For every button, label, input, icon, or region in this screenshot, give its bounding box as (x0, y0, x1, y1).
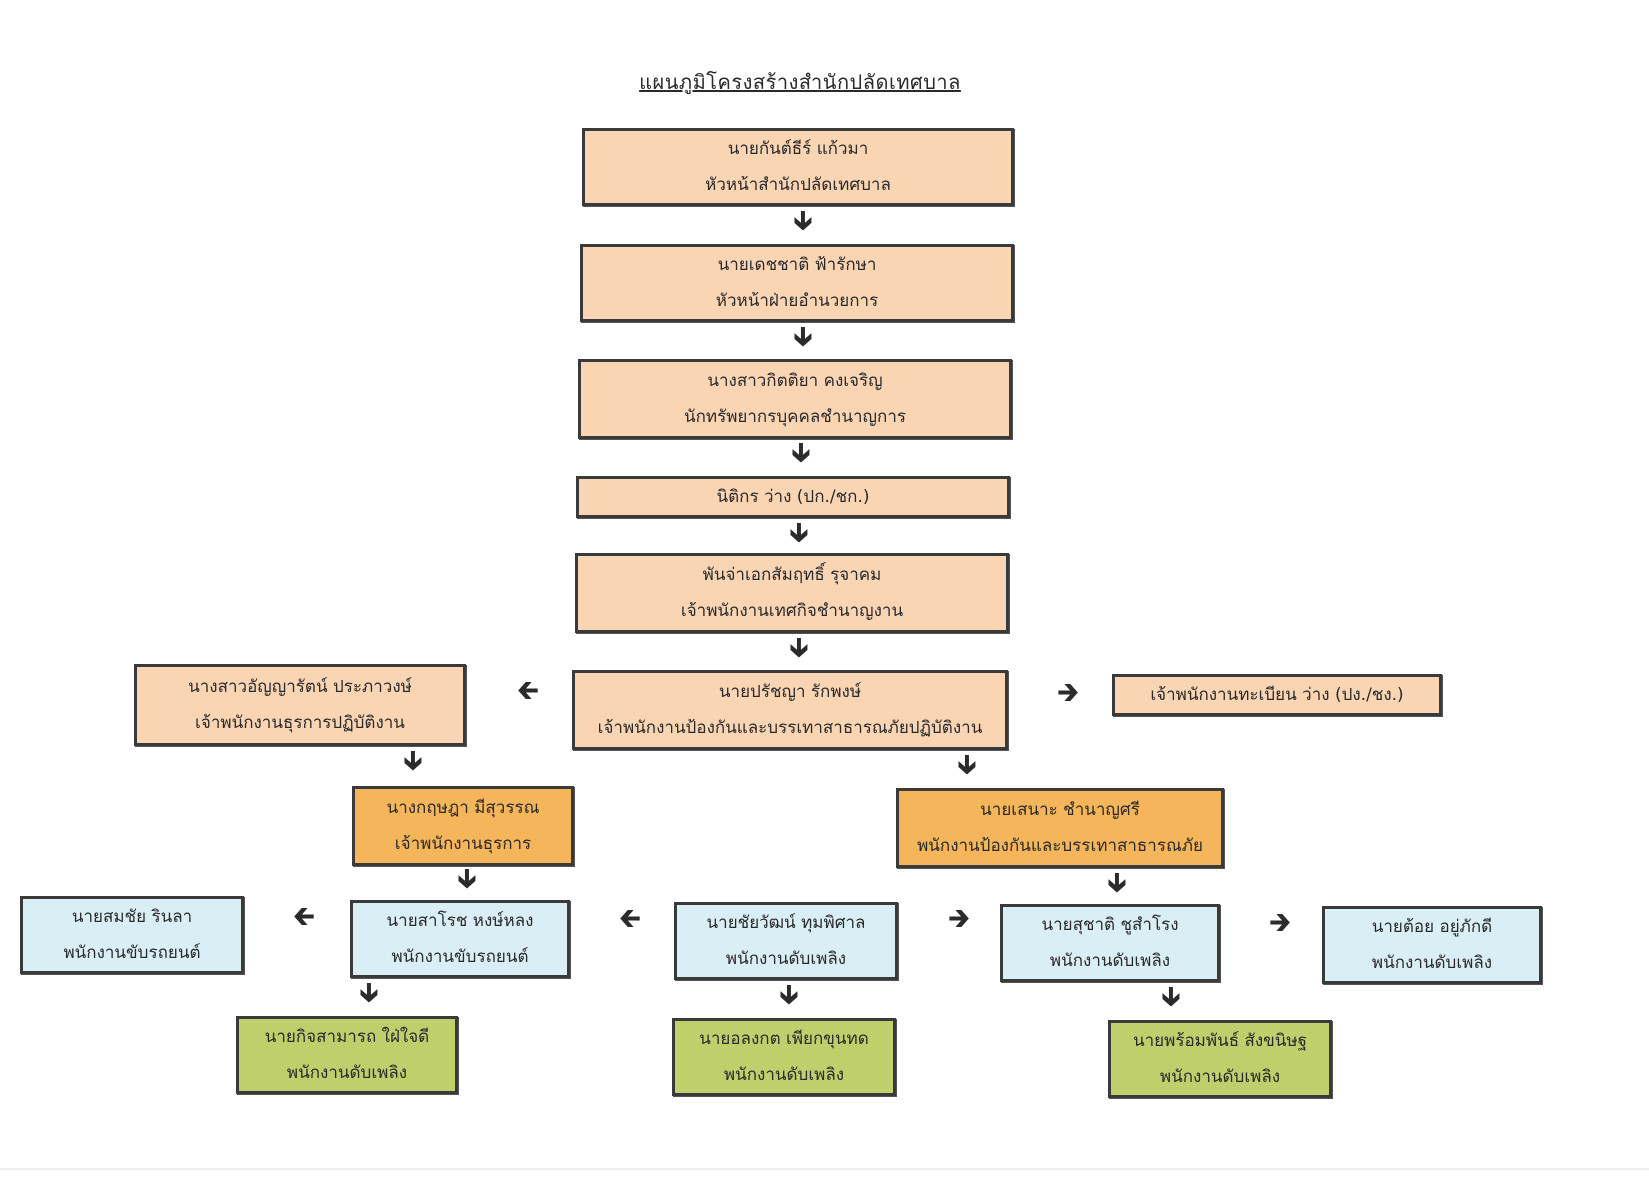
node-name: นายอลงกต เพียกขุนทด (699, 1029, 869, 1049)
node-role: พนักงานดับเพลิง (286, 1063, 408, 1083)
arrow-left-icon: 🡰 (293, 902, 315, 932)
arrow-down-icon: 🡳 (793, 206, 813, 236)
arrow-down-icon: 🡳 (1107, 868, 1127, 898)
node-role: พนักงานดับเพลิง (723, 1065, 845, 1085)
node-name: นายกันต์ธีร์ แก้วมา (727, 139, 869, 159)
node-name: นายต้อย อยู่ภักดี (1371, 917, 1493, 937)
node-name: นายสุชาติ ชูสำโรง (1041, 915, 1179, 935)
node-name: นายชัยวัฒน์ ทุมพิศาล (706, 913, 866, 933)
arrow-left-icon: 🡰 (619, 904, 641, 934)
node-name: นายเสนาะ ชำนาญศรี (980, 800, 1140, 820)
node-driver1: นายสมชัย รินลา พนักงานขับรถยนต์ (20, 896, 244, 974)
node-name: นายสาโรช หงษ์หลง (386, 911, 534, 931)
arrow-down-icon: 🡳 (957, 750, 977, 780)
node-name: พันจ่าเอกสัมฤทธิ์ รุจาคม (702, 565, 882, 585)
arrow-down-icon: 🡳 (789, 633, 809, 663)
node-role: เจ้าพนักงานธุรการปฏิบัติงาน (195, 713, 405, 733)
node-role: เจ้าพนักงานป้องกันและบรรเทาสาธารณภัยปฏิบ… (597, 718, 983, 738)
node-general: นางกฤษฎา มีสุวรรณ เจ้าพนักงานธุรการ (352, 786, 574, 866)
arrow-down-icon: 🡳 (1161, 982, 1181, 1012)
arrow-down-icon: 🡳 (457, 864, 477, 894)
node-registry: เจ้าพนักงานทะเบียน ว่าง (ปง./ชง.) (1112, 674, 1442, 716)
arrow-right-icon: 🡲 (948, 904, 970, 934)
node-role: เจ้าพนักงานธุรการ (394, 834, 532, 854)
node-role: พนักงานป้องกันและบรรเทาสาธารณภัย (917, 836, 1203, 856)
arrow-down-icon: 🡳 (791, 438, 811, 468)
node-name: นายปรัชญา รักพงษ์ (718, 682, 862, 702)
node-legal: นิติกร ว่าง (ปก./ชก.) (576, 476, 1010, 518)
node-municipal: พันจ่าเอกสัมฤทธิ์ รุจาคม เจ้าพนักงานเทศก… (575, 553, 1009, 633)
arrow-left-icon: 🡰 (517, 676, 539, 706)
node-name: นางสาวอัญญารัตน์ ประภาวงษ์ (188, 677, 412, 697)
node-role: นักทรัพยากรบุคคลชำนาญการ (683, 407, 907, 427)
node-role: พนักงานดับเพลิง (1371, 953, 1493, 973)
node-name: นายพร้อมพันธ์ สังขนิษฐ (1133, 1031, 1307, 1051)
node-role: พนักงานดับเพลิง (1049, 951, 1171, 971)
node-hr: นางสาวกิตติยา คงเจริญ นักทรัพยากรบุคคลชำ… (578, 359, 1012, 439)
node-fire2: นายสุชาติ ชูสำโรง พนักงานดับเพลิง (1000, 904, 1220, 982)
node-name: เจ้าพนักงานทะเบียน ว่าง (ปง./ชง.) (1150, 685, 1404, 705)
node-fire3: นายต้อย อยู่ภักดี พนักงานดับเพลิง (1322, 906, 1542, 984)
node-general-ops: นางสาวอัญญารัตน์ ประภาวงษ์ เจ้าพนักงานธุ… (134, 664, 466, 746)
node-admin-head: นายเดชชาติ ฟ้ารักษา หัวหน้าฝ่ายอำนวยการ (580, 244, 1014, 322)
node-name: นิติกร ว่าง (ปก./ชก.) (716, 487, 870, 507)
node-role: หัวหน้าฝ่ายอำนวยการ (715, 291, 879, 311)
node-head: นายกันต์ธีร์ แก้วมา หัวหน้าสำนักปลัดเทศบ… (582, 128, 1014, 206)
node-name: นายเดชชาติ ฟ้ารักษา (717, 255, 877, 275)
node-name: นายกิจสามารถ ใฝ่ใจดี (264, 1027, 430, 1047)
chart-title: แผนภูมิโครงสร้างสำนักปลัดเทศบาล (639, 70, 961, 94)
node-role: หัวหน้าสำนักปลัดเทศบาล (705, 175, 891, 195)
arrow-right-icon: 🡲 (1057, 678, 1079, 708)
scan-edge-line (0, 1168, 1649, 1170)
node-name: นางกฤษฎา มีสุวรรณ (386, 798, 540, 818)
node-fire5: นายอลงกต เพียกขุนทด พนักงานดับเพลิง (672, 1018, 896, 1096)
node-disaster-staff: นายเสนาะ ชำนาญศรี พนักงานป้องกันและบรรเท… (896, 788, 1224, 868)
arrow-down-icon: 🡳 (793, 322, 813, 352)
node-name: นางสาวกิตติยา คงเจริญ (707, 371, 883, 391)
arrow-down-icon: 🡳 (789, 518, 809, 548)
node-role: พนักงานขับรถยนต์ (391, 947, 529, 967)
node-role: พนักงานดับเพลิง (1159, 1067, 1281, 1087)
arrow-down-icon: 🡳 (359, 978, 379, 1008)
node-role: เจ้าพนักงานเทศกิจชำนาญงาน (680, 601, 904, 621)
arrow-down-icon: 🡳 (403, 746, 423, 776)
node-fire1: นายชัยวัฒน์ ทุมพิศาล พนักงานดับเพลิง (674, 902, 898, 980)
node-disaster: นายปรัชญา รักพงษ์ เจ้าพนักงานป้องกันและบ… (572, 670, 1008, 750)
arrow-right-icon: 🡲 (1269, 908, 1291, 938)
node-role: พนักงานดับเพลิง (725, 949, 847, 969)
node-driver2: นายสาโรช หงษ์หลง พนักงานขับรถยนต์ (350, 900, 570, 978)
node-fire4: นายกิจสามารถ ใฝ่ใจดี พนักงานดับเพลิง (236, 1016, 458, 1094)
node-role: พนักงานขับรถยนต์ (63, 943, 201, 963)
node-fire6: นายพร้อมพันธ์ สังขนิษฐ พนักงานดับเพลิง (1108, 1020, 1332, 1098)
arrow-down-icon: 🡳 (779, 980, 799, 1010)
node-name: นายสมชัย รินลา (71, 907, 193, 927)
